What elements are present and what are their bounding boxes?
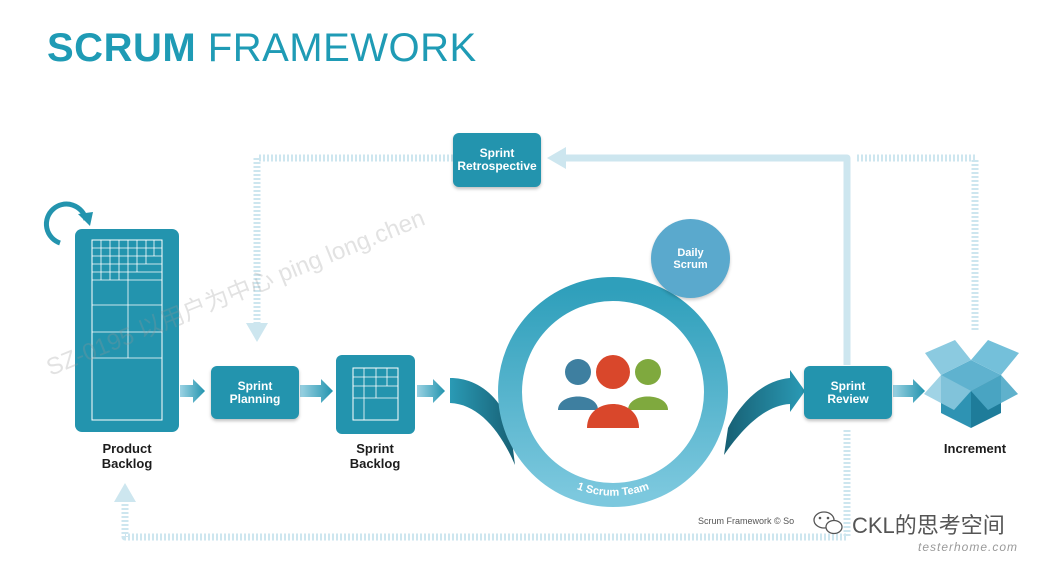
- team-label-text: 1 Scrum Team: [576, 480, 651, 498]
- product-backlog-icon: [75, 229, 179, 432]
- wechat-icon: [813, 511, 843, 535]
- increment-label: Increment: [943, 441, 1007, 456]
- title-bold: SCRUM: [47, 26, 197, 70]
- loop-increment-top: [855, 154, 979, 330]
- daily-line1: Daily: [677, 246, 704, 259]
- page-title: SCRUM FRAMEWORK: [47, 26, 477, 71]
- review-line1: Sprint: [830, 378, 866, 393]
- watermark-site: testerhome.com: [918, 540, 1019, 554]
- retrospective-line1: Sprint: [479, 146, 515, 160]
- arrow-sprint-backlog-out: [417, 379, 445, 403]
- copyright-credit: Scrum Framework © So: [698, 516, 795, 526]
- cycle-arrow-icon: [43, 201, 93, 246]
- title-light: FRAMEWORK: [196, 26, 477, 70]
- swoosh-out-of-sprint: [724, 370, 805, 455]
- watermark-brand: CKL的思考空间: [852, 513, 1005, 538]
- feedback-loops: [121, 154, 979, 541]
- loop-bottom: [121, 430, 851, 541]
- sprint-cycle-ring: [498, 277, 728, 507]
- team-people-icon: [558, 355, 668, 428]
- swoosh-into-sprint: [450, 378, 515, 465]
- sprint-backlog-line1: Sprint: [356, 441, 394, 456]
- planning-line2: Planning: [229, 391, 281, 406]
- product-backlog-line2: Backlog: [101, 456, 153, 471]
- loop-arrowhead-backlog: [114, 483, 136, 502]
- team-label: 1 Scrum Team: [576, 480, 651, 498]
- flow-arrows: [180, 379, 925, 403]
- box-icon: [924, 340, 1019, 428]
- retrospective-line2: Retrospective: [457, 159, 537, 173]
- daily-line2: Scrum: [673, 258, 708, 271]
- sprint-backlog-line2: Backlog: [349, 456, 401, 471]
- arrow-planning-to-sprint-backlog: [300, 379, 333, 403]
- arrow-backlog-to-planning: [180, 379, 205, 403]
- sprint-backlog-icon: [336, 355, 415, 434]
- loop-retro-to-planning: [253, 154, 453, 328]
- product-backlog-line1: Product: [102, 441, 152, 456]
- loop-arrowhead-retro: [547, 147, 566, 169]
- loop-review-to-retro: [560, 154, 851, 365]
- arrow-review-to-increment: [893, 379, 925, 403]
- review-line2: Review: [827, 391, 869, 406]
- loop-arrowhead-planning: [246, 323, 268, 342]
- planning-line1: Sprint: [237, 378, 273, 393]
